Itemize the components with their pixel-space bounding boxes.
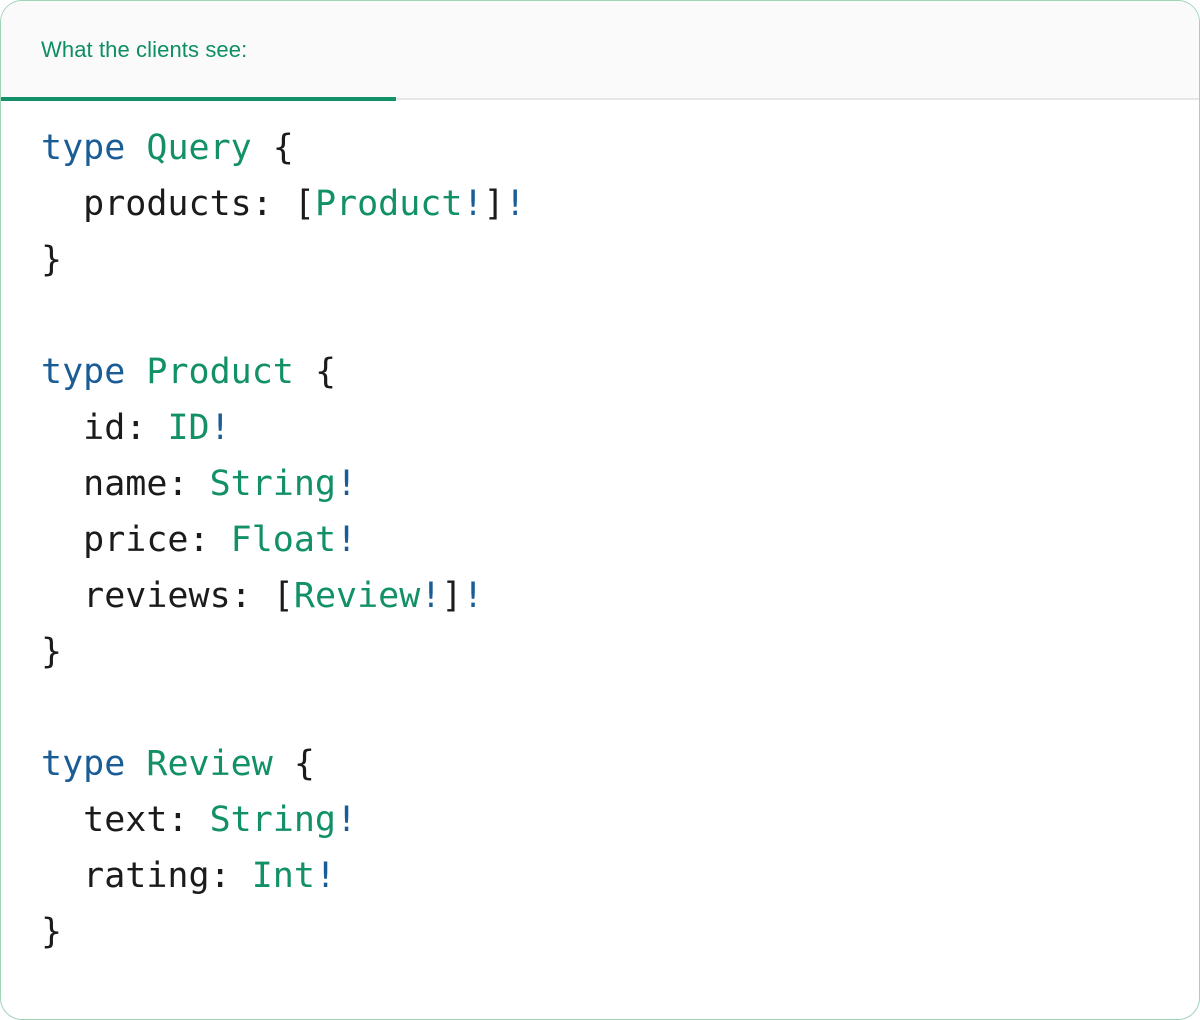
code-token: } [41,912,63,952]
code-block[interactable]: type Query { products: [Product!]!} type… [1,100,1199,960]
code-token [125,128,146,168]
code-token: price: [41,520,231,560]
code-token: ] [441,576,463,616]
code-token: String [209,800,337,840]
code-token: ! [420,576,442,616]
code-token: Product [314,184,463,224]
code-token: type [41,744,126,784]
code-token: ! [314,856,337,896]
code-token: text: [41,800,210,840]
code-token: { [272,744,315,784]
code-token: ! [209,408,231,448]
code-line: type Review { [41,736,1199,792]
code-token: } [41,240,63,280]
tab-bar: What the clients see: [1,1,1199,101]
code-token: id: [41,408,168,448]
tab-label: What the clients see: [41,36,248,62]
code-line: id: ID! [41,400,1199,456]
code-line: type Product { [41,344,1199,400]
code-line: } [41,904,1199,960]
code-line: reviews: [Review!]! [41,568,1199,624]
code-token: { [293,352,337,392]
code-token: ] [483,184,505,224]
code-token: } [41,632,63,672]
code-line: products: [Product!]! [41,176,1199,232]
code-token: Review [146,744,273,784]
code-token: ! [336,520,358,560]
code-token: ID [167,408,210,448]
code-line: text: String! [41,792,1199,848]
code-token: Product [146,352,294,392]
code-token: ! [504,184,526,224]
tab-what-the-clients-see[interactable]: What the clients see: [1,1,396,101]
code-token: { [251,128,294,168]
code-token: Query [146,128,252,168]
code-line: name: String! [41,456,1199,512]
code-token: products: [ [41,184,315,224]
code-token [125,744,146,784]
tab-active-underline [1,97,396,101]
code-token: Review [293,576,421,616]
code-line: } [41,624,1199,680]
code-token: String [209,464,337,504]
graphql-schema-code: type Query { products: [Product!]!} type… [41,120,1199,960]
code-token: reviews: [ [41,576,294,616]
code-line: } [41,232,1199,288]
code-token: type [41,128,126,168]
code-line [41,288,1199,344]
code-token: ! [336,464,358,504]
code-token: rating: [41,856,252,896]
code-token: name: [41,464,210,504]
code-token [125,352,146,392]
code-token: ! [462,184,484,224]
code-token: type [41,352,126,392]
code-line: rating: Int! [41,848,1199,904]
code-token: ! [336,800,358,840]
code-body: type Query { products: [Product!]!} type… [41,120,1199,960]
code-line [41,680,1199,736]
code-line: price: Float! [41,512,1199,568]
code-line: type Query { [41,120,1199,176]
code-token: Int [251,856,315,896]
code-token: Float [230,520,337,560]
code-token: ! [462,576,484,616]
